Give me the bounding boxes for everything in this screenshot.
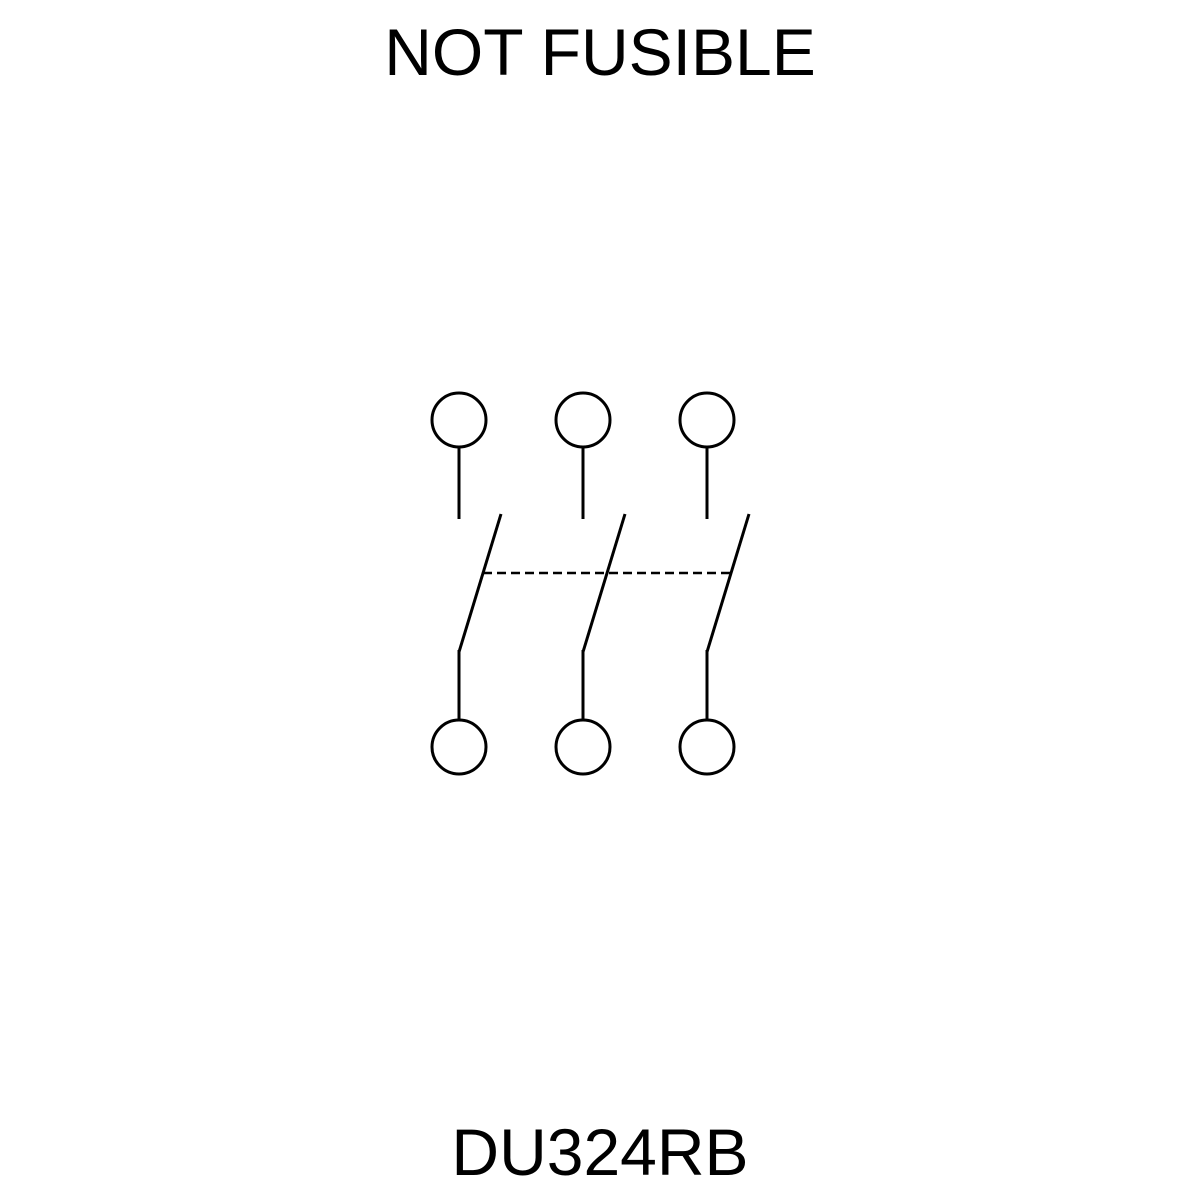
- line-terminal-1: [430, 391, 488, 449]
- line-terminal-3: [678, 391, 736, 449]
- load-terminal-2: [554, 718, 612, 776]
- load-terminal-3: [678, 718, 736, 776]
- model-number: DU324RB: [451, 1115, 749, 1189]
- switch-type-label: NOT FUSIBLE: [384, 15, 816, 89]
- line-terminal-2: [554, 391, 612, 449]
- switch-blade-2: [581, 513, 627, 653]
- load-terminal-1: [430, 718, 488, 776]
- switch-blade-3: [705, 513, 751, 653]
- switch-blade-1: [457, 513, 503, 653]
